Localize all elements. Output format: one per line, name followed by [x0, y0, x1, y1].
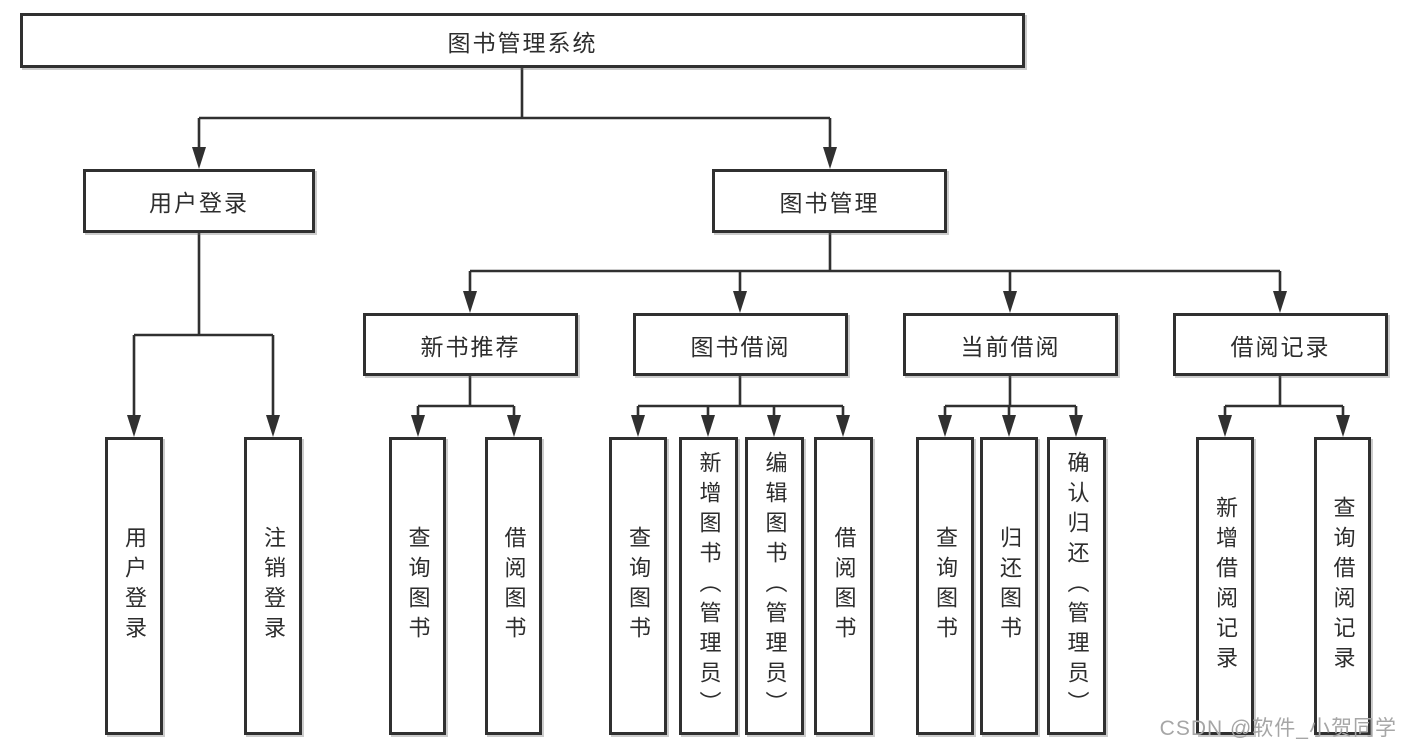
arrow-down-icon	[266, 415, 280, 437]
arrow-down-icon	[1069, 415, 1083, 437]
leaf-user-login: 用户登录	[105, 437, 163, 735]
node-label: 当前借阅	[960, 333, 1061, 360]
node-current-borrowing: 当前借阅	[903, 313, 1118, 376]
leaf-borrow-books: 借阅图书	[814, 437, 873, 735]
node-label: 用户登录	[122, 526, 147, 646]
node-borrowing-records: 借阅记录	[1173, 313, 1388, 376]
arrow-down-icon	[1273, 291, 1287, 313]
node-book-management: 图书管理	[712, 169, 947, 233]
node-label: 新增图书（管理员）	[696, 451, 722, 721]
leaf-edit-books-admin: 编辑图书（管理员）	[745, 437, 804, 735]
node-label: 注销登录	[261, 526, 286, 646]
leaf-query-books: 查询图书	[389, 437, 446, 735]
arrow-down-icon	[767, 415, 781, 437]
node-book-borrowing: 图书借阅	[633, 313, 848, 376]
node-label: 借阅图书	[831, 526, 857, 646]
arrow-down-icon	[411, 415, 425, 437]
node-label: 图书管理系统	[447, 29, 598, 56]
node-label: 归还图书	[997, 526, 1022, 646]
node-new-book-recommendation: 新书推荐	[363, 313, 578, 376]
node-label: 借阅图书	[501, 526, 527, 646]
node-label: 查询图书	[626, 526, 651, 646]
leaf-query-books: 查询图书	[609, 437, 667, 735]
node-label: 查询借阅记录	[1330, 496, 1356, 676]
arrow-down-icon	[701, 415, 715, 437]
node-user-login: 用户登录	[83, 169, 315, 233]
leaf-query-books: 查询图书	[916, 437, 974, 735]
arrow-down-icon	[1336, 415, 1350, 437]
arrow-down-icon	[733, 291, 747, 313]
arrow-down-icon	[823, 147, 837, 169]
arrow-down-icon	[127, 415, 141, 437]
arrow-down-icon	[836, 415, 850, 437]
node-library-management-system: 图书管理系统	[20, 13, 1025, 68]
arrow-down-icon	[1218, 415, 1232, 437]
leaf-borrow-books: 借阅图书	[485, 437, 542, 735]
arrow-down-icon	[507, 415, 521, 437]
node-label: 新书推荐	[420, 333, 521, 360]
node-label: 确认归还（管理员）	[1064, 451, 1090, 721]
leaf-add-borrow-record: 新增借阅记录	[1196, 437, 1254, 735]
leaf-return-books: 归还图书	[980, 437, 1038, 735]
node-label: 借阅记录	[1230, 333, 1331, 360]
node-label: 图书管理	[779, 190, 880, 216]
node-label: 用户登录	[149, 190, 249, 216]
arrow-down-icon	[1003, 291, 1017, 313]
node-label: 编辑图书（管理员）	[762, 451, 788, 721]
leaf-query-borrow-record: 查询借阅记录	[1314, 437, 1371, 735]
leaf-logout: 注销登录	[244, 437, 302, 735]
arrow-down-icon	[463, 291, 477, 313]
connector-path	[132, 68, 1345, 418]
node-label: 图书借阅	[690, 333, 791, 360]
arrow-down-icon	[1002, 415, 1016, 437]
node-label: 查询图书	[933, 526, 958, 646]
node-label: 查询图书	[405, 526, 431, 646]
arrow-down-icon	[192, 147, 206, 169]
leaf-add-books-admin: 新增图书（管理员）	[679, 437, 738, 735]
csdn-watermark: CSDN @软件_小贺同学	[1159, 717, 1397, 740]
arrow-down-icon	[631, 415, 645, 437]
leaf-confirm-return-admin: 确认归还（管理员）	[1047, 437, 1106, 735]
arrow-down-icon	[938, 415, 952, 437]
node-label: 新增借阅记录	[1213, 496, 1238, 676]
